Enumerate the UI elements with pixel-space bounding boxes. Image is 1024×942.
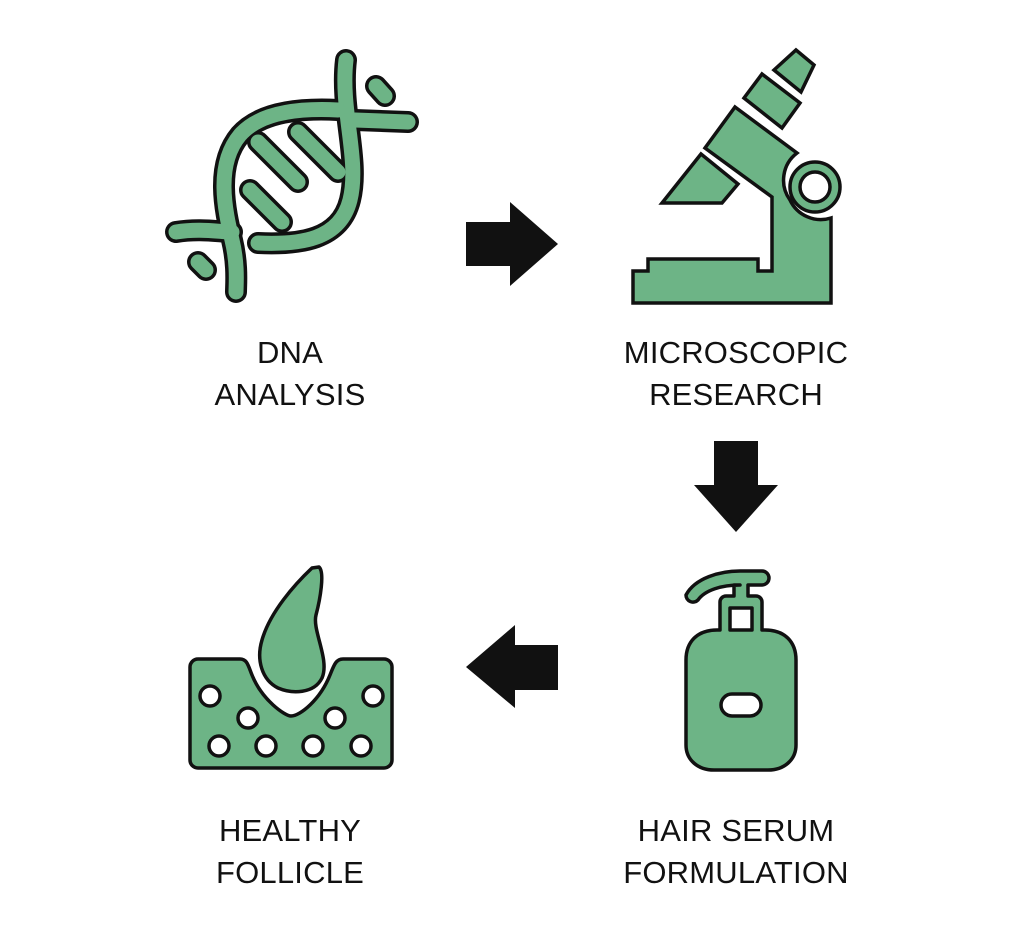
- step-label-line1: MICROSCOPIC: [623, 335, 849, 370]
- step-label-line1: DNA: [256, 335, 324, 370]
- step-label-line2: RESEARCH: [649, 377, 823, 412]
- step-label-line2: FORMULATION: [623, 855, 849, 890]
- step-label-line1: HAIR SERUM: [637, 813, 835, 848]
- step-label-dna-analysis: DNA ANALYSIS: [130, 332, 450, 416]
- step-label-line1: HEALTHY: [218, 813, 362, 848]
- step-label-microscopic-research: MICROSCOPIC RESEARCH: [576, 332, 896, 416]
- step-label-hair-serum-formulation: HAIR SERUM FORMULATION: [576, 810, 896, 894]
- step-label-healthy-follicle: HEALTHY FOLLICLE: [130, 810, 450, 894]
- step-label-line2: ANALYSIS: [214, 377, 366, 412]
- step-label-line2: FOLLICLE: [215, 855, 365, 890]
